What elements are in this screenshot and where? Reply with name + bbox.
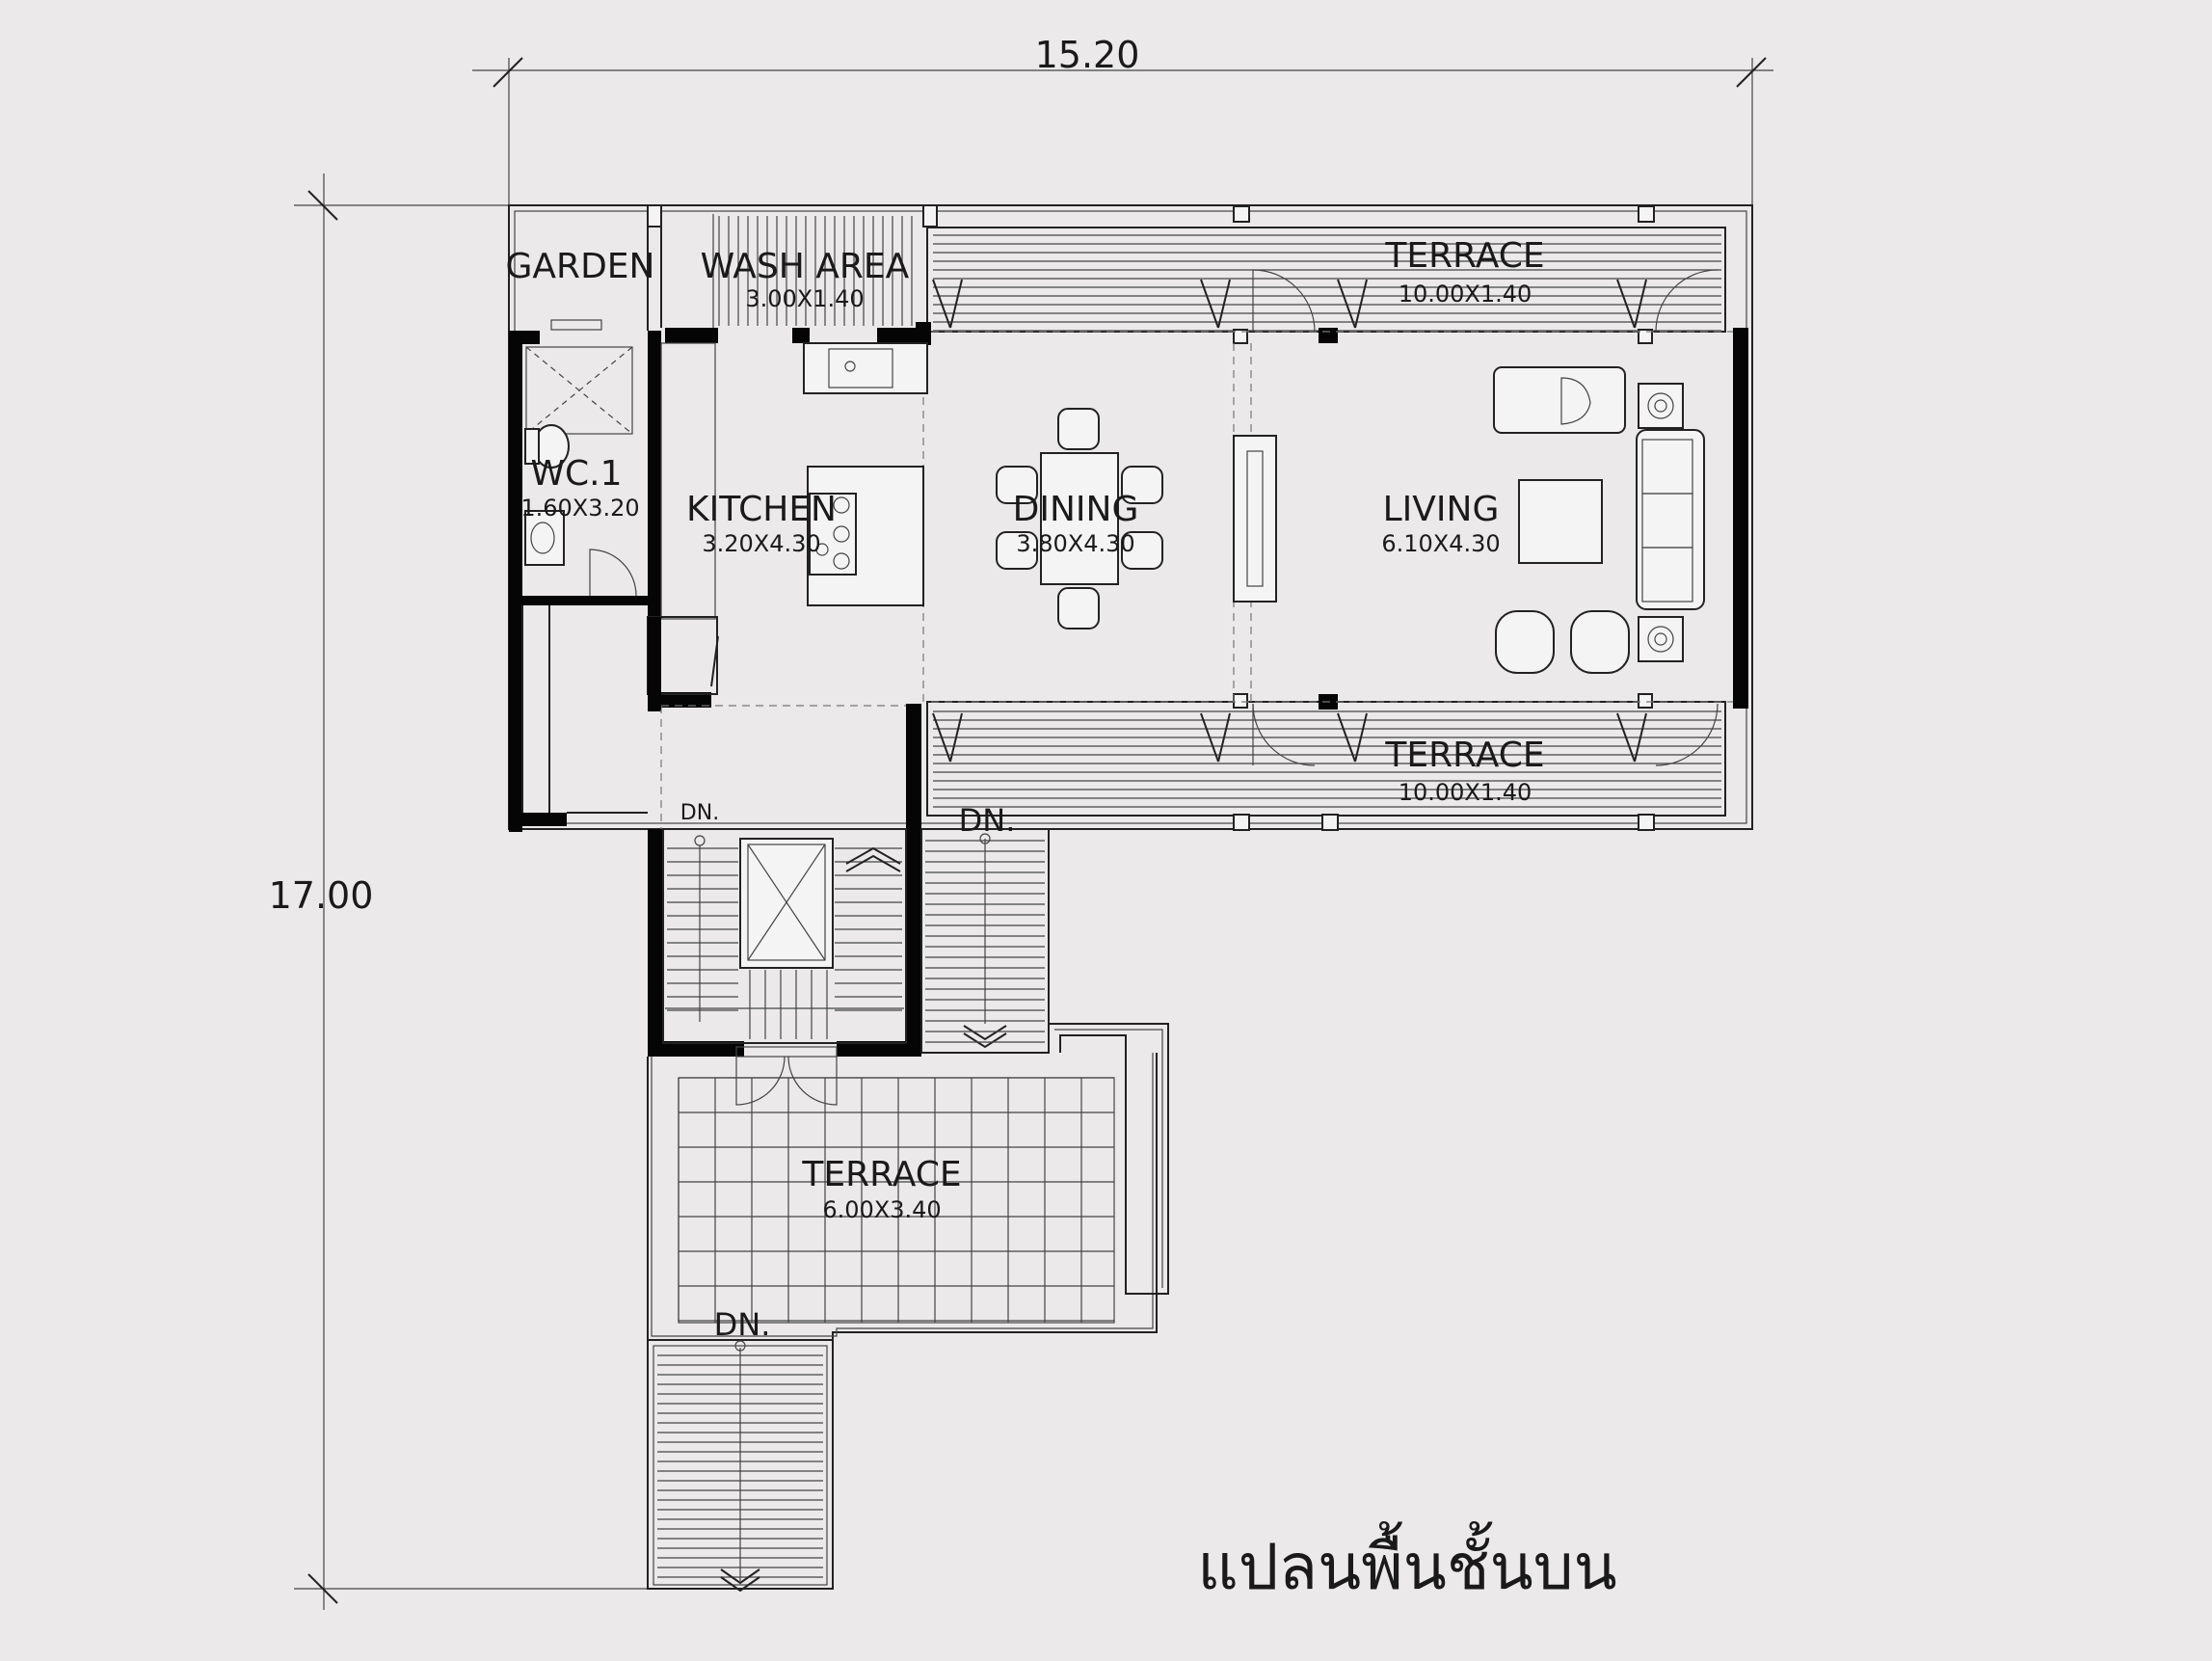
dining-table	[996, 408, 1163, 630]
kitchen	[647, 342, 924, 710]
stair-label-inner: DN.	[680, 801, 719, 825]
room-name-garden: GARDEN	[506, 247, 655, 286]
room-size-terrace-bottom: 10.00X1.40	[1399, 779, 1532, 806]
room-name-terrace-lower: TERRACE	[801, 1155, 961, 1194]
room-size-terrace-lower: 6.00X3.40	[822, 1196, 941, 1223]
room-name-wash-area: WASH AREA	[701, 247, 910, 286]
room-name-wc: WC.1	[530, 454, 622, 494]
room-name-terrace-bottom: TERRACE	[1384, 736, 1544, 775]
sliding-doors	[932, 269, 1719, 766]
garden	[550, 205, 649, 331]
terrace-top-decking	[926, 205, 1726, 333]
side-stair	[920, 828, 1050, 1054]
living-furniture	[1493, 366, 1705, 674]
stair-label-side: DN.	[959, 802, 1016, 839]
room-size-terrace-top: 10.00X1.40	[1399, 281, 1532, 308]
room-size-living: 6.10X4.30	[1381, 530, 1500, 557]
width-dimension: 15.20	[1035, 34, 1140, 76]
wash-area	[718, 216, 928, 394]
room-name-dining: DINING	[1013, 490, 1139, 529]
plan-title: แปลนพื้นชั้นบน	[1197, 1521, 1617, 1604]
room-size-kitchen: 3.20X4.30	[702, 530, 820, 557]
height-dimension: 17.00	[269, 874, 374, 917]
dimension-lines	[294, 57, 1773, 1610]
bottom-stair	[647, 1339, 834, 1593]
room-divider	[1233, 435, 1277, 603]
lower-terrace	[647, 1023, 1169, 1341]
room-size-wash-area: 3.00X1.40	[745, 285, 864, 312]
room-name-kitchen: KITCHEN	[686, 490, 837, 529]
stair-label-bottom: DN.	[714, 1306, 771, 1343]
room-name-terrace-top: TERRACE	[1384, 236, 1544, 276]
main-stair	[662, 828, 1007, 1049]
wc	[524, 346, 637, 597]
room-size-wc: 1.60X3.20	[520, 495, 639, 522]
room-size-dining: 3.80X4.30	[1016, 530, 1134, 557]
terrace-bottom-decking	[926, 701, 1726, 831]
walls	[509, 204, 1748, 1057]
room-name-living: LIVING	[1383, 490, 1500, 529]
